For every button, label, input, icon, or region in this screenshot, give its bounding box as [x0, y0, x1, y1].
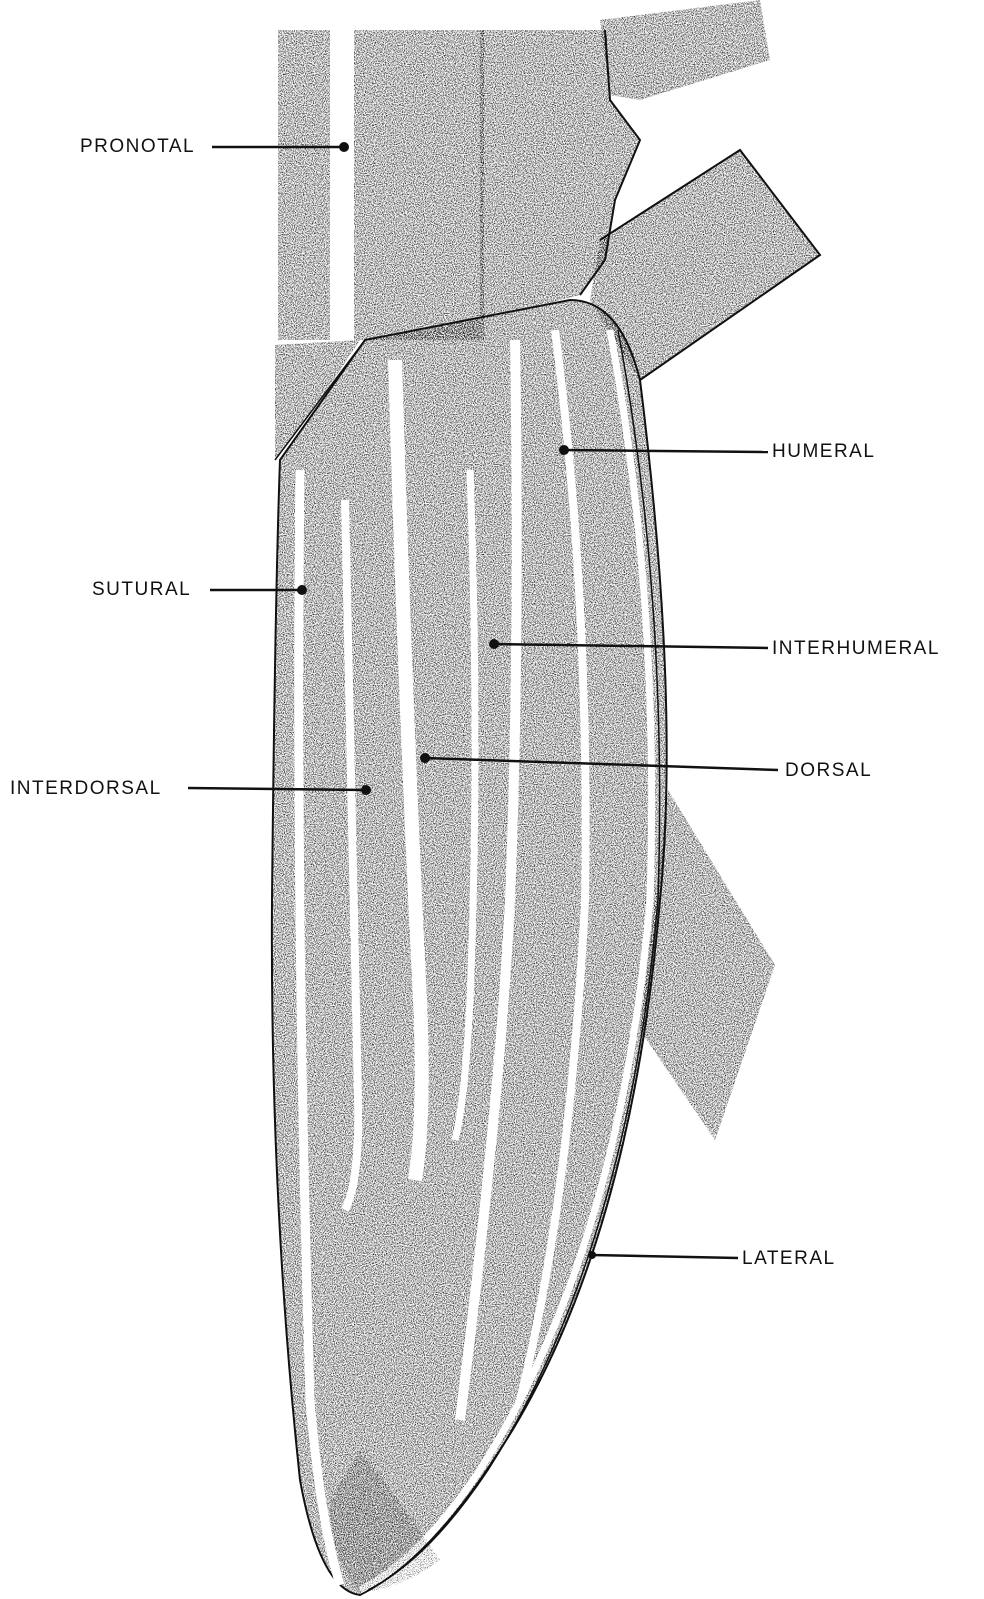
pronotum	[278, 30, 640, 340]
label-pronotal: PRONOTAL	[80, 137, 195, 157]
label-lateral: LATERAL	[742, 1249, 836, 1269]
label-sutural: SUTURAL	[92, 580, 191, 600]
leg-segment-upper	[600, 0, 770, 100]
label-interdorsal: INTERDORSAL	[10, 779, 162, 799]
leader-lateral	[588, 1251, 738, 1259]
label-humeral: HUMERAL	[772, 442, 875, 462]
label-dorsal: DORSAL	[785, 761, 872, 781]
elytron	[272, 300, 667, 1595]
label-interhumeral: INTERHUMERAL	[772, 639, 940, 659]
